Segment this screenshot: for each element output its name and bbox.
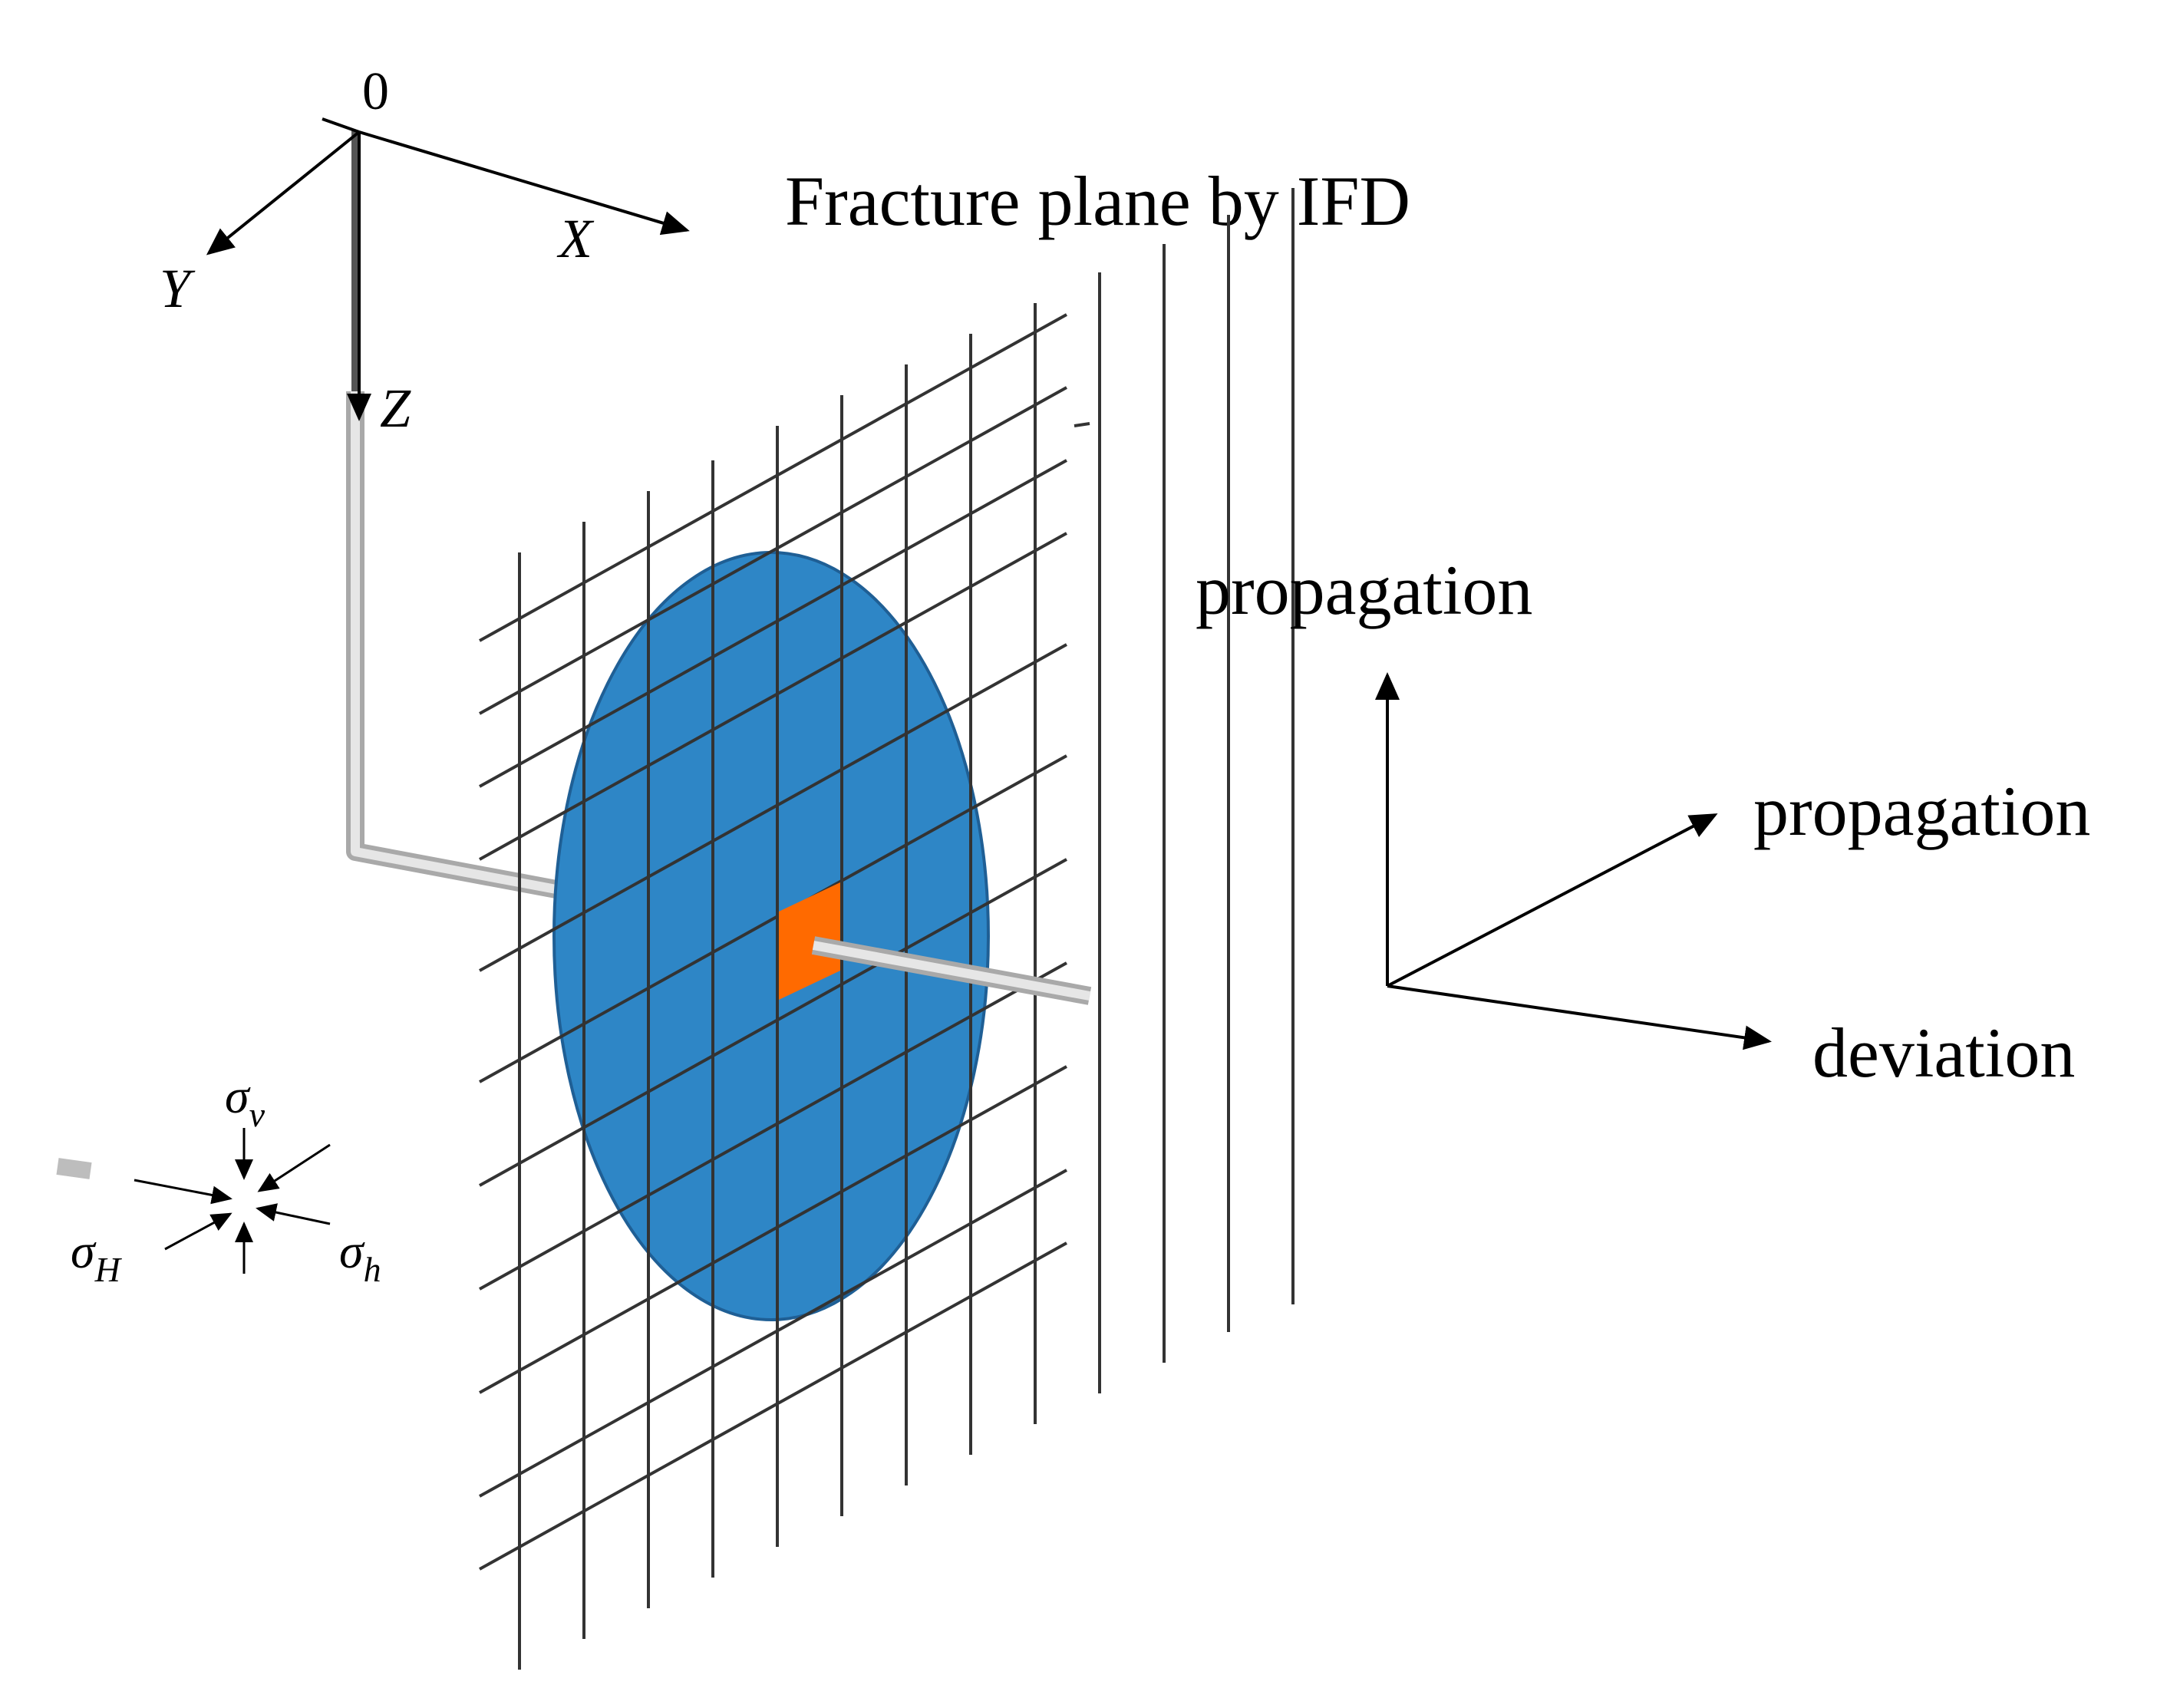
z-axis-label: Z bbox=[380, 378, 411, 439]
sigma-v-label: σv bbox=[225, 1069, 266, 1134]
stress-state-icon: σv σH σh bbox=[71, 1069, 381, 1289]
sigma-h-label: σh bbox=[339, 1224, 381, 1289]
fracture-disk bbox=[552, 551, 990, 1321]
propagation-up-label: propagation bbox=[1196, 551, 1532, 629]
x-axis-label: X bbox=[556, 208, 595, 269]
deviation-label: deviation bbox=[1812, 1014, 2075, 1092]
propagation-diagonal-label: propagation bbox=[1753, 772, 2090, 850]
deviation-arrow bbox=[1387, 984, 1772, 1050]
direction-legend: propagation propagation deviation bbox=[1196, 551, 2090, 1092]
y-axis-label: Y bbox=[160, 258, 196, 319]
x-axis bbox=[358, 130, 690, 236]
origin-label: 0 bbox=[362, 62, 389, 121]
coordinate-axes: 0 X Y Z bbox=[160, 62, 690, 439]
fracture-plane-grid bbox=[479, 188, 1295, 1670]
perforation-cluster bbox=[779, 882, 840, 1000]
lateral-wellbore bbox=[811, 936, 1092, 1005]
wellbore bbox=[56, 130, 562, 1179]
diagram-title: Fracture plane by IFD bbox=[785, 162, 1410, 240]
propagation-diagonal-arrow bbox=[1387, 813, 1718, 988]
y-axis bbox=[206, 130, 361, 256]
sigma-H-label: σH bbox=[71, 1224, 123, 1289]
